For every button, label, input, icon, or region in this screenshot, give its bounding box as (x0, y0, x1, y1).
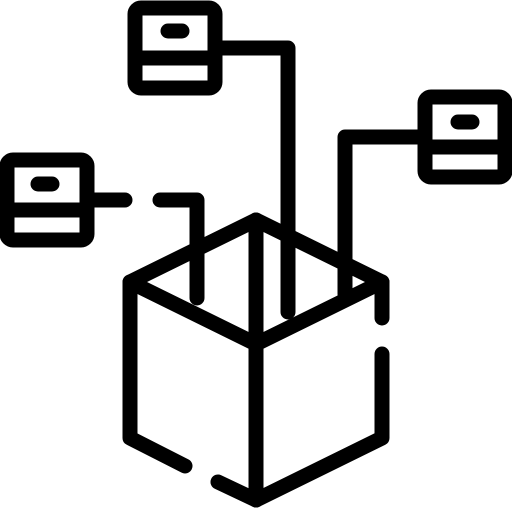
box-right-wall (248, 346, 390, 508)
card-top-frame (127, 0, 223, 96)
component-card-right-icon (417, 89, 512, 185)
card-left-frame (0, 152, 95, 248)
box-left-wall (122, 274, 193, 474)
connector-right-line (337, 129, 433, 302)
connector-left-line (152, 192, 205, 306)
component-card-left-icon (0, 152, 95, 248)
card-right-frame (417, 89, 512, 185)
connector-top-line (207, 40, 296, 320)
component-card-top-icon (127, 0, 223, 96)
open-box-icon (122, 212, 390, 508)
